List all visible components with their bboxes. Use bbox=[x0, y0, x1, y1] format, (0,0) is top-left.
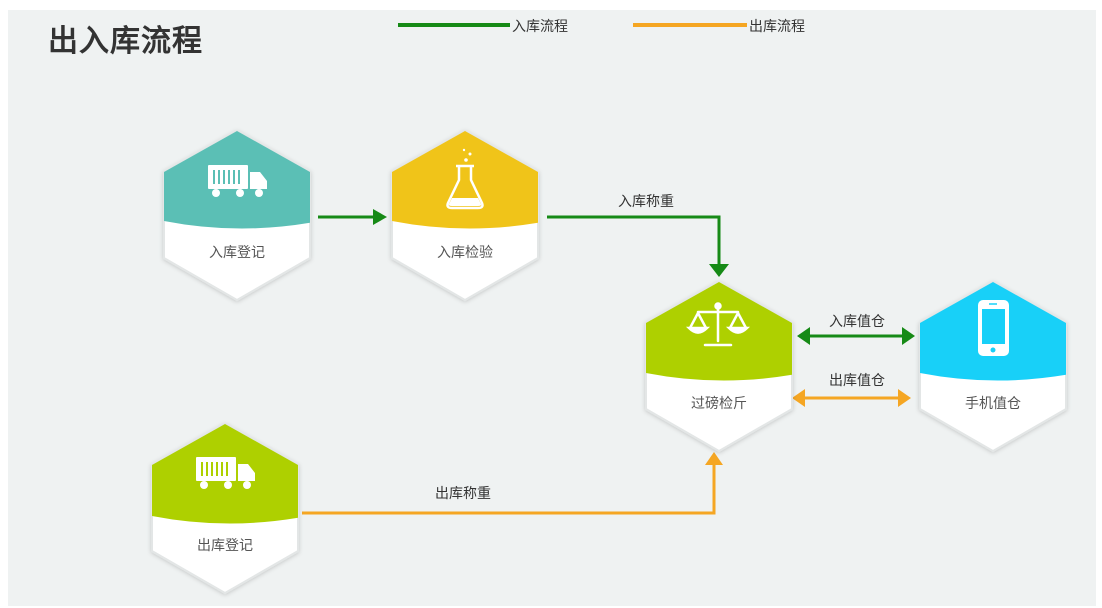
scale-icon bbox=[685, 302, 751, 347]
connector-label-outbound-duty: 出库值仓 bbox=[829, 373, 885, 389]
arrow-head bbox=[792, 389, 805, 407]
node-inbound-register[interactable]: 入库登记 bbox=[150, 125, 325, 302]
arrow-head bbox=[902, 327, 915, 345]
legend-line-outbound bbox=[633, 23, 747, 27]
legend-label-inbound: 入库流程 bbox=[512, 19, 568, 35]
phone-icon bbox=[978, 300, 1009, 356]
node-outbound-register[interactable]: 出库登记 bbox=[138, 418, 313, 595]
arrow-head bbox=[797, 327, 810, 345]
arrow-head bbox=[705, 452, 723, 465]
node-label-outbound-register: 出库登记 bbox=[197, 538, 253, 554]
arrow-head bbox=[709, 264, 729, 277]
node-inbound-inspection[interactable]: 入库检验 bbox=[378, 125, 553, 302]
arrow-head bbox=[898, 389, 911, 407]
connector-outbound-duty: 出库值仓 bbox=[792, 373, 911, 407]
connector-label-inbound-duty: 入库值仓 bbox=[829, 314, 885, 330]
flask-icon bbox=[446, 148, 484, 210]
legend-label-outbound: 出库流程 bbox=[749, 19, 805, 35]
legend-line-inbound bbox=[398, 23, 510, 27]
connector-inbound-weigh: 入库称重 bbox=[547, 194, 729, 277]
arrow-head bbox=[373, 209, 387, 225]
connector-inbound-duty: 入库值仓 bbox=[797, 314, 915, 345]
truck-icon bbox=[196, 457, 255, 489]
node-label-inbound-register: 入库登记 bbox=[209, 245, 265, 261]
node-weighbridge[interactable]: 过磅检斤 bbox=[632, 276, 807, 453]
connector-label-outbound-weigh: 出库称重 bbox=[435, 486, 491, 502]
truck-icon bbox=[208, 165, 267, 197]
page-title: 出入库流程 bbox=[48, 24, 203, 59]
node-label-weighbridge: 过磅检斤 bbox=[691, 395, 747, 412]
node-mobile-duty[interactable]: 手机值仓 bbox=[906, 276, 1081, 453]
node-label-mobile-duty: 手机值仓 bbox=[965, 396, 1021, 412]
connector-register-to-inspection bbox=[318, 209, 387, 225]
connector-outbound-weigh: 出库称重 bbox=[302, 452, 723, 515]
connector-label-inbound-weigh: 入库称重 bbox=[618, 194, 674, 210]
node-label-inbound-inspection: 入库检验 bbox=[437, 245, 493, 261]
